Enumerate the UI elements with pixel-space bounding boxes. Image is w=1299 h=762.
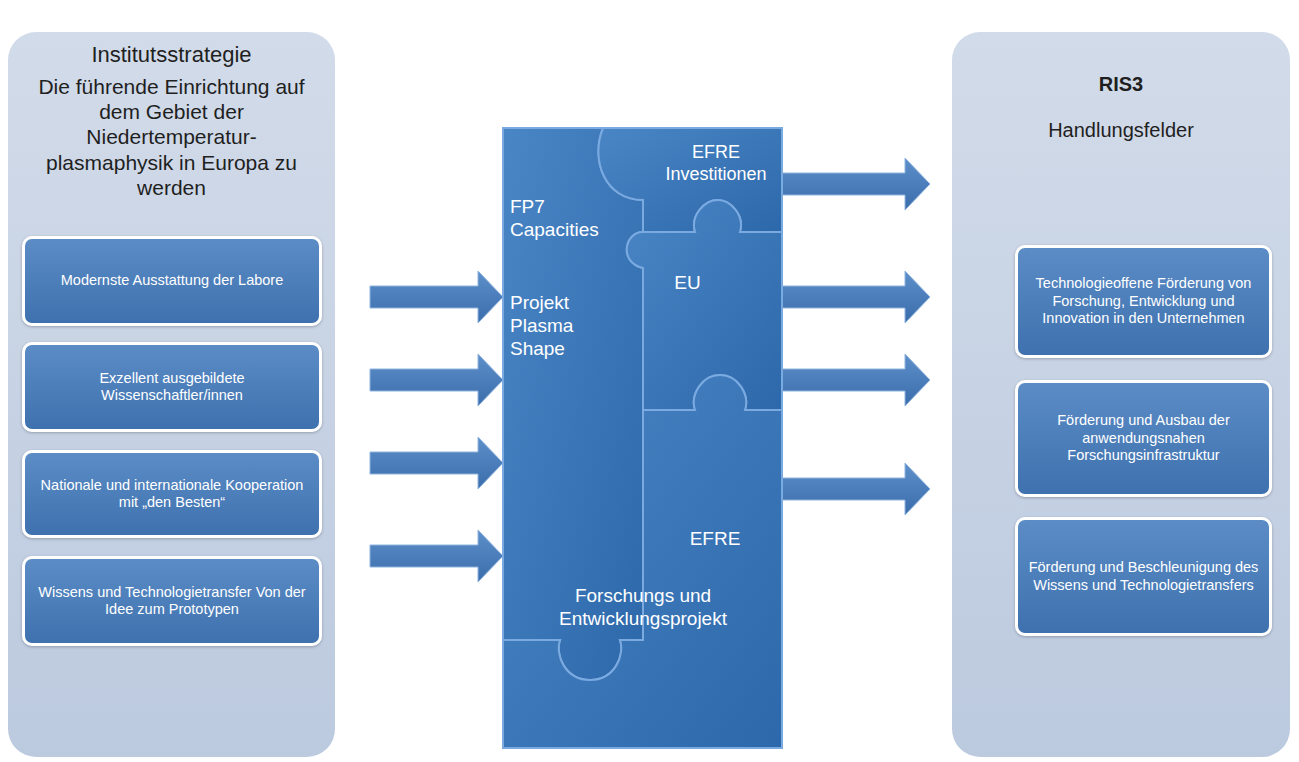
node-text: Die führende Einrichtung auf dem Gebiet … <box>35 74 308 200</box>
action-box: Förderung und Ausbau der anwendungsnahen… <box>1015 380 1272 497</box>
block-arrow <box>370 271 503 323</box>
strategy-box: Wissens und Technologietransfer Von der … <box>22 556 322 646</box>
strategy-box: Nationale und internationale Kooperation… <box>22 450 322 538</box>
node-text: Institutsstrategie <box>20 42 323 68</box>
node-text: Exzellent ausgebildete Wissenschaftler/i… <box>35 370 309 405</box>
strategy-panel: InstitutsstrategieDie führende Einrichtu… <box>8 32 335 757</box>
ris3-panel: RIS3HandlungsfelderTechnologieoffene För… <box>952 32 1290 757</box>
node-text: Förderung und Ausbau der anwendungsnahen… <box>1028 412 1259 464</box>
strategy-box: Exzellent ausgebildete Wissenschaftler/i… <box>22 342 322 432</box>
block-arrow <box>782 271 930 323</box>
node-text: EFRE <box>660 528 770 551</box>
block-arrow <box>782 354 930 406</box>
node-text: Nationale und internationale Kooperation… <box>35 477 309 512</box>
node-text: Forschungs und Entwicklungsprojekt <box>508 585 778 631</box>
block-arrow <box>370 530 503 582</box>
puzzle-shape <box>503 375 782 748</box>
block-arrow <box>782 463 930 515</box>
node-text: Förderung und Beschleunigung des Wissens… <box>1028 559 1259 594</box>
strategy-box: Modernste Ausstattung der Labore <box>22 236 322 326</box>
node-text: RIS3 <box>965 72 1277 96</box>
node-text: Wissens und Technologietransfer Von der … <box>35 584 309 619</box>
puzzle-piece: EFRE Investitionen <box>590 128 782 232</box>
node-text: Modernste Ausstattung der Labore <box>61 272 283 289</box>
block-arrow <box>370 354 503 406</box>
puzzle-outline <box>627 200 782 410</box>
node-text: FP7 Capacities <box>510 196 610 242</box>
action-box: Technologieoffene Förderung von Forschun… <box>1015 245 1272 358</box>
node-text: Handlungsfelder <box>965 118 1277 142</box>
puzzle-piece: EFRE Forschungs und Entwicklungsprojekt <box>503 375 782 748</box>
node-text: Technologieoffene Förderung von Forschun… <box>1028 275 1259 327</box>
puzzle-outline <box>503 375 782 748</box>
puzzle-piece: EU <box>615 200 782 415</box>
action-box: Förderung und Beschleunigung des Wissens… <box>1015 517 1272 636</box>
node-text: Projekt Plasma Shape <box>510 292 620 360</box>
node-text: EFRE Investitionen <box>652 142 780 185</box>
block-arrow <box>370 437 503 489</box>
block-arrow <box>782 158 930 210</box>
puzzle-outline <box>598 128 782 232</box>
puzzle-shape <box>615 200 782 415</box>
node-text: EU <box>645 272 730 295</box>
